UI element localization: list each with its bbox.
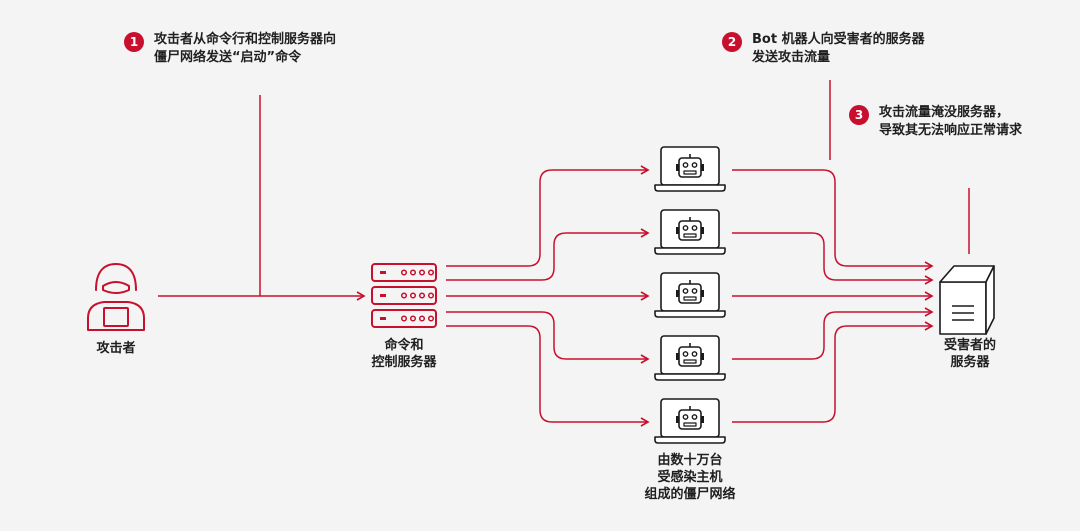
step-1-text: 攻击者从命令行和控制服务器向 僵尸网络发送“启动”命令 — [154, 32, 337, 65]
step-3-callout: 3 攻击流量淹没服务器， 导致其无法响应正常请求 — [849, 104, 1022, 140]
attacker-label: 攻击者 — [96, 341, 136, 356]
robot-laptop-icon — [654, 146, 726, 192]
bot5-to-victim-arrow — [732, 321, 934, 423]
step-3-text: 攻击流量淹没服务器， 导致其无法响应正常请求 — [879, 105, 1023, 138]
tower-server-icon — [939, 265, 995, 335]
hooded-hacker-laptop-icon — [87, 263, 145, 331]
c2-to-bot2-arrow — [446, 228, 650, 281]
server-rack-icon — [371, 263, 437, 328]
step-1-badge: 1 — [124, 32, 144, 52]
step-1-callout: 1 攻击者从命令行和控制服务器向 僵尸网络发送“启动”命令 — [124, 31, 336, 67]
c2-to-bot1-arrow — [446, 165, 650, 267]
robot-laptop-icon — [654, 398, 726, 444]
step-2-text: Bot 机器人向受害者的服务器 发送攻击流量 — [752, 32, 925, 65]
bot2-to-victim-arrow — [732, 232, 934, 285]
c2-to-bot5-arrow — [446, 325, 650, 427]
step-2-callout: 2 Bot 机器人向受害者的服务器 发送攻击流量 — [722, 31, 925, 67]
bot4-to-victim-arrow — [732, 307, 934, 360]
victim-server-label: 受害者的 服务器 — [943, 338, 996, 370]
step-3-badge: 3 — [849, 105, 869, 125]
botnet-label: 由数十万台 受感染主机 组成的僵尸网络 — [644, 453, 736, 502]
step-2-badge: 2 — [722, 32, 742, 52]
c2-to-bot4-arrow — [446, 311, 650, 364]
bot1-to-victim-arrow — [732, 169, 934, 271]
robot-laptop-icon — [654, 209, 726, 255]
robot-laptop-icon — [654, 272, 726, 318]
c2-server-label: 命令和 控制服务器 — [371, 338, 437, 370]
robot-laptop-icon — [654, 335, 726, 381]
